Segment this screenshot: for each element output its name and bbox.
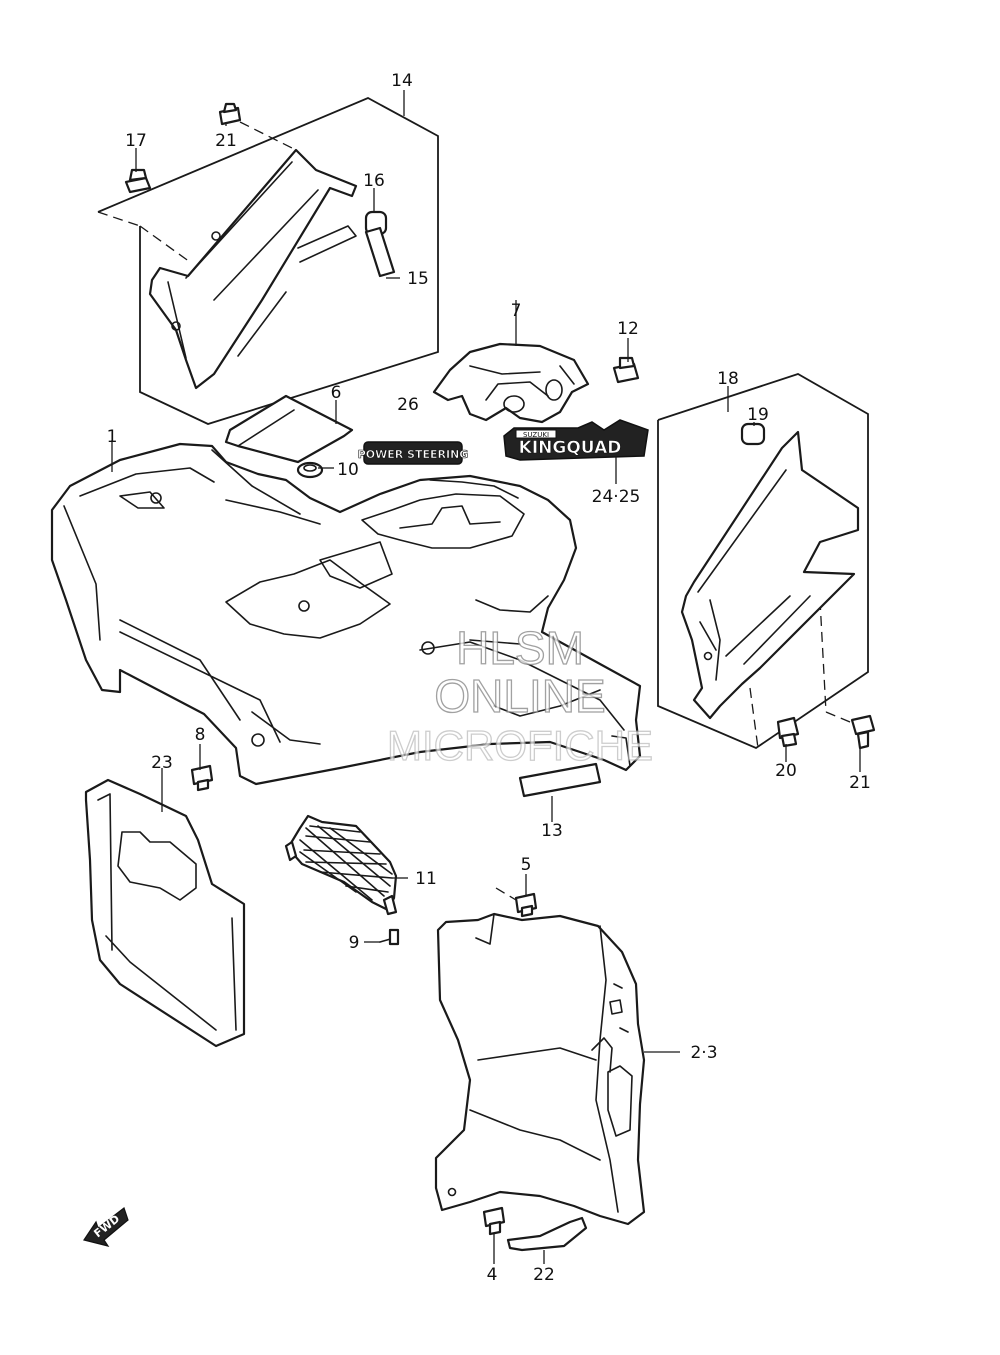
bushing-19 [740, 422, 766, 446]
callout-20: 20 [775, 761, 797, 781]
bolt-8 [190, 764, 214, 792]
callout-2-3: 2·3 [690, 1043, 717, 1063]
clip-20 [776, 716, 800, 748]
bolt-4 [482, 1206, 506, 1236]
callout-labels: 14 21 17 16 15 7 12 26 6 18 19 1 10 24·2… [107, 71, 871, 1285]
inner-fender-2-3 [434, 912, 646, 1226]
callout-13: 13 [541, 821, 563, 841]
callout-5: 5 [521, 855, 532, 875]
callout-26: 26 [397, 395, 419, 415]
front-fender-1 [50, 442, 642, 786]
inner-fender-panel-right [680, 430, 860, 720]
bolt-5 [495, 887, 538, 918]
decal-power-steering: POWER STEERING [357, 441, 469, 465]
callout-21-right: 21 [849, 773, 871, 793]
callout-14: 14 [391, 71, 413, 91]
kingquad-label: KINGQUAD [519, 438, 622, 458]
callout-17: 17 [125, 131, 147, 151]
pad-15 [364, 226, 396, 278]
callout-10: 10 [337, 460, 359, 480]
pad-13 [518, 762, 602, 798]
callout-24-25: 24·25 [592, 487, 641, 507]
inner-fender-panel-left [148, 148, 358, 390]
power-steering-label: POWER STEERING [358, 448, 469, 461]
callout-1: 1 [107, 427, 118, 447]
bolt-21-right [825, 711, 876, 750]
watermark-line-1: HLSM [456, 622, 584, 674]
watermark-line-3: MICROFICHE [387, 722, 653, 769]
callout-9: 9 [349, 933, 360, 953]
callout-7: 7 [511, 301, 522, 321]
leader-lines [111, 90, 861, 1264]
clip-17 [124, 168, 152, 194]
screw-9 [379, 928, 400, 946]
decal-kingquad: SUZUKI KINGQUAD [503, 419, 649, 461]
callout-16: 16 [363, 171, 385, 191]
callout-11: 11 [415, 869, 437, 889]
clip-21-top [218, 102, 297, 151]
callout-23: 23 [151, 753, 173, 773]
callout-12: 12 [617, 319, 639, 339]
inset-box-14 [97, 97, 439, 425]
grille-11 [284, 814, 398, 916]
callout-15: 15 [407, 269, 429, 289]
forward-arrow-icon: FWD [83, 1207, 129, 1247]
callout-19: 19 [747, 405, 769, 425]
callout-6: 6 [331, 383, 342, 403]
callout-8: 8 [195, 725, 206, 745]
callout-4: 4 [487, 1265, 498, 1285]
watermark-line-2: ONLINE [434, 670, 605, 722]
grommet-10 [296, 461, 324, 479]
headlight-cover-7 [432, 342, 590, 424]
strip-22 [506, 1216, 588, 1252]
inset-box-18 [657, 373, 869, 750]
lid-6 [224, 394, 354, 464]
kingquad-brand-label: SUZUKI [523, 431, 549, 439]
mud-guard-23 [84, 778, 246, 1048]
callout-21-top: 21 [215, 131, 237, 151]
watermark: HLSM ONLINE MICROFICHE [386, 621, 653, 769]
callout-22: 22 [533, 1265, 555, 1285]
clip-12 [612, 356, 640, 384]
callout-18: 18 [717, 369, 739, 389]
